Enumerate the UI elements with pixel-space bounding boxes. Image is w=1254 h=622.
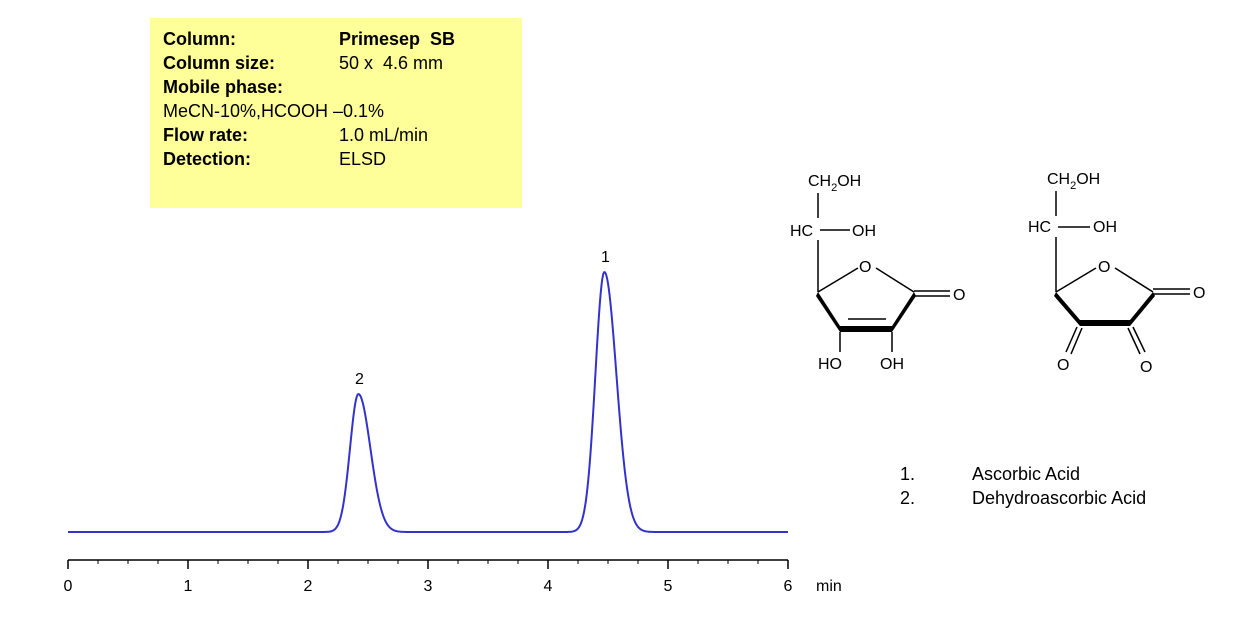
dehydro-keto2-bond-b [1132, 326, 1146, 353]
chromatogram-trace [67, 271, 789, 533]
ascorbic-carbonyl-o-label: O [953, 287, 965, 304]
flow-rate-value: 1.0 mL/min [339, 125, 429, 145]
x-tick-label: 3 [424, 578, 433, 595]
detection-row: Detection: ELSD [163, 147, 510, 171]
mobile-phase-row: Mobile phase: [163, 75, 510, 99]
ascorbic-bond-ring-c4-o [817, 267, 859, 293]
column-label: Column: [163, 29, 236, 49]
ascorbic-wedge-left [816, 292, 840, 332]
column-size-label: Column size: [163, 53, 276, 73]
dehydro-bond-ring-c4-o [1055, 267, 1097, 293]
mobile-phase-label: Mobile phase: [163, 77, 284, 97]
dehydro-keto1-o-label: O [1057, 357, 1069, 374]
chromatogram-chart: 0 1 2 3 4 5 6 min 1 2 [64, 249, 842, 595]
x-tick-label: 0 [64, 578, 73, 595]
ascorbic-ho-label: HO [818, 356, 842, 373]
legend-item-2-name: Dehydroascorbic Acid [972, 488, 1147, 508]
legend-item-1: 1. Ascorbic Acid [900, 462, 1146, 486]
peak-label-2: 2 [355, 371, 364, 388]
column-value: Primesep SB [339, 29, 456, 49]
dehydro-keto1-bond-a [1065, 326, 1078, 353]
dehydro-carbonyl-o-label: O [1193, 285, 1205, 302]
ascorbic-oh-label: OH [880, 356, 904, 373]
flow-rate-row: Flow rate: 1.0 mL/min [163, 123, 510, 147]
dehydro-ring-o-label: O [1098, 259, 1110, 276]
ascorbic-hc-label: HC [790, 223, 813, 240]
mobile-phase-value: MeCN-10%,HCOOH –0.1% [163, 101, 385, 121]
detection-value: ELSD [339, 149, 387, 169]
dehydro-wedge-left [1054, 292, 1080, 326]
detection-label: Detection: [163, 149, 252, 169]
flow-rate-label: Flow rate: [163, 125, 249, 145]
x-tick-label: 1 [184, 578, 193, 595]
ascorbic-wedge-right [892, 292, 916, 332]
dehydro-bond-o-c1 [1114, 267, 1154, 293]
conditions-box: Column: Primesep SB Column size: 50 x 4.6 … [150, 18, 522, 208]
ascorbic-ring-o-label: O [859, 259, 871, 276]
peak-label-1: 1 [601, 249, 610, 266]
x-axis-label: min [816, 578, 842, 595]
dehydroascorbic-acid-structure: CH2OH HC OH O O O O [1028, 171, 1205, 376]
dehydro-keto1-bond-b [1070, 327, 1083, 355]
column-row: Column: Primesep SB [163, 27, 510, 51]
peak-legend: 1. Ascorbic Acid 2. Dehydroascorbic Acid [900, 462, 1146, 510]
dehydro-ch2oh-label: CH2OH [1047, 171, 1100, 192]
x-tick-label: 5 [664, 578, 673, 595]
column-size-row: Column size: 50 x 4.6 mm [163, 51, 510, 75]
ascorbic-ch2oh-label: CH2OH [808, 173, 861, 194]
x-tick-label: 2 [304, 578, 313, 595]
dehydro-keto2-bond-a [1127, 327, 1141, 355]
legend-item-2: 2. Dehydroascorbic Acid [900, 486, 1146, 510]
dehydro-hc-label: HC [1028, 219, 1051, 236]
ascorbic-side-oh-label: OH [852, 223, 876, 240]
legend-item-1-number: 1. [900, 464, 916, 484]
legend-item-2-number: 2. [900, 488, 916, 508]
x-tick-label: 4 [544, 578, 553, 595]
dehydro-keto2-o-label: O [1140, 359, 1152, 376]
legend-item-1-name: Ascorbic Acid [972, 464, 1081, 484]
x-tick-label: 6 [784, 578, 793, 595]
dehydro-side-oh-label: OH [1093, 219, 1117, 236]
ascorbic-bond-o-c1 [875, 267, 915, 293]
column-size-value: 50 x 4.6 mm [339, 53, 444, 73]
dehydro-wedge-right [1130, 292, 1155, 326]
ascorbic-acid-structure: CH2OH HC OH O O HO OH [790, 173, 965, 373]
